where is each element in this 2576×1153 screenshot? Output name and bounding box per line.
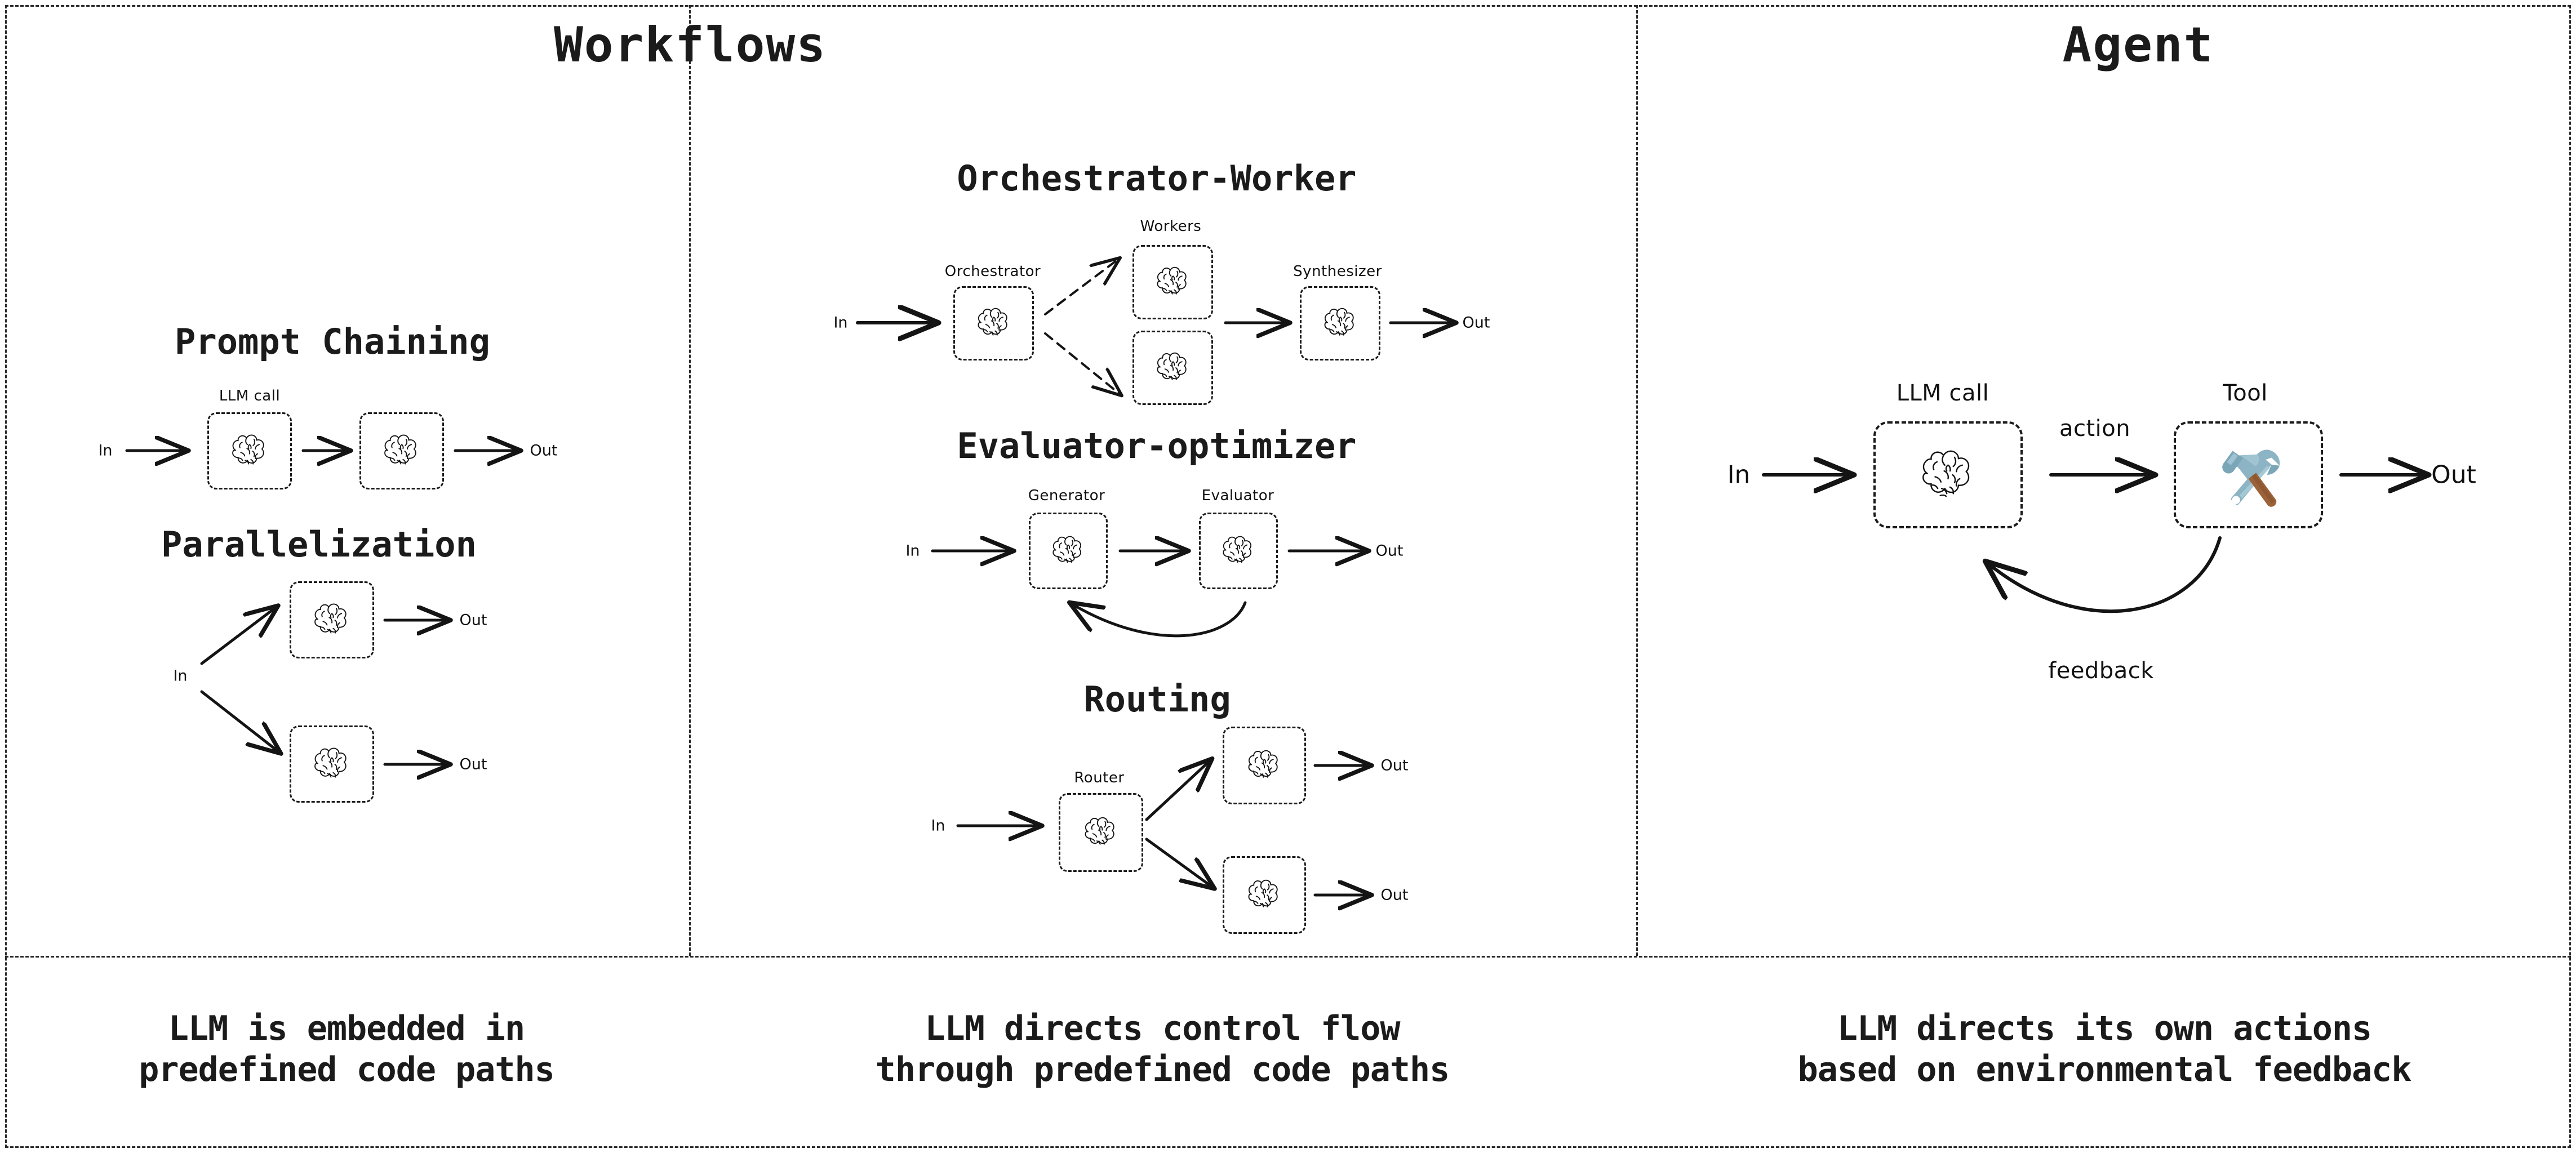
routing-input-label: In [931,817,945,835]
parallelization-input-label: In [173,667,188,685]
worker-node-bottom[interactable] [1132,331,1213,405]
agent-action-label: action [2059,416,2131,442]
agent-feedback-label: feedback [2048,658,2154,684]
parallelization-node-top[interactable] [290,581,374,658]
routing-target-top[interactable] [1223,727,1306,804]
synthesizer-node[interactable] [1300,286,1380,360]
routing-output-label-top: Out [1380,756,1409,774]
brain-icon [1157,266,1187,295]
prompt-chaining-node-1[interactable] [207,412,292,489]
parallelization-node-bottom[interactable] [290,725,374,803]
generator-node[interactable] [1029,513,1108,589]
brain-icon [232,434,264,465]
divider-middle-right [1636,5,1638,956]
pattern-title-evaluator-optimizer: Evaluator-optimizer [957,425,1357,466]
pattern-title-prompt-chaining: Prompt Chaining [175,321,490,362]
agent-output-label: Out [2431,460,2476,489]
page-title-agent: Agent [2062,17,2214,73]
divider-left-middle [689,5,691,956]
prompt-chaining-input-label: In [98,442,113,460]
orchestrator-output-label: Out [1462,314,1490,332]
evaluator-generator-label: Generator [1028,487,1105,504]
agent-llm-call-node[interactable] [1873,421,2023,528]
divider-captions [5,956,2571,958]
routing-output-label-bottom: Out [1380,886,1409,904]
brain-icon [1248,750,1278,778]
arrow-par-up [200,607,276,665]
routing-target-bottom[interactable] [1223,856,1306,934]
arrow-rt-down [1145,838,1213,887]
agent-llm-call-label: LLM call [1896,380,1989,406]
arrow-ow-to-worker-top [1044,259,1118,315]
brain-icon [1052,536,1081,563]
prompt-chaining-output-label: Out [530,442,558,460]
evaluator-output-label: Out [1375,542,1404,560]
agent-input-label: In [1727,460,1751,489]
arrow-eo-feedback [1072,603,1247,638]
brain-icon [384,434,416,465]
caption-workflows-middle: LLM directs control flow through predefi… [875,1009,1450,1090]
caption-workflows-left: LLM is embedded in predefined code paths [139,1009,555,1090]
evaluator-evaluator-label: Evaluator [1201,487,1274,504]
brain-icon [1248,879,1278,907]
arrow-par-down [200,690,279,752]
parallelization-output-label-top: Out [459,611,487,629]
prompt-chaining-llm-call-label: LLM call [219,388,281,404]
orchestrator-input-label: In [833,314,848,332]
page-title-workflows: Workflows [554,17,827,73]
evaluator-input-label: In [905,542,920,560]
worker-node-top[interactable] [1132,245,1213,319]
brain-icon [978,308,1007,336]
brain-icon [1223,536,1251,563]
orchestrator-label: Orchestrator [944,263,1041,280]
arrow-ow-to-worker-bottom [1044,332,1120,394]
agent-tool-label: Tool [2223,380,2268,406]
router-node[interactable] [1059,793,1143,872]
pattern-title-routing: Routing [1083,679,1231,720]
brain-icon [1157,352,1187,380]
orchestrator-node[interactable] [953,286,1034,360]
caption-agent: LLM directs its own actions based on env… [1797,1009,2412,1090]
prompt-chaining-node-2[interactable] [359,412,444,489]
orchestrator-synthesizer-label: Synthesizer [1293,263,1382,280]
hammer-and-wrench-icon [2222,449,2280,508]
brain-icon [1922,450,1970,497]
brain-icon [314,603,347,634]
agent-tool-node[interactable] [2174,421,2323,528]
arrow-rt-up [1145,760,1210,821]
brain-icon [1085,817,1114,845]
parallelization-output-label-bottom: Out [459,755,487,773]
evaluator-node[interactable] [1199,513,1278,589]
orchestrator-workers-label: Workers [1140,218,1202,235]
brain-icon [1324,308,1354,336]
pattern-title-orchestrator-worker: Orchestrator-Worker [957,158,1357,199]
pattern-title-parallelization: Parallelization [161,524,477,565]
brain-icon [314,747,347,778]
routing-router-label: Router [1074,769,1125,786]
arrow-ag-feedback [1988,536,2222,613]
